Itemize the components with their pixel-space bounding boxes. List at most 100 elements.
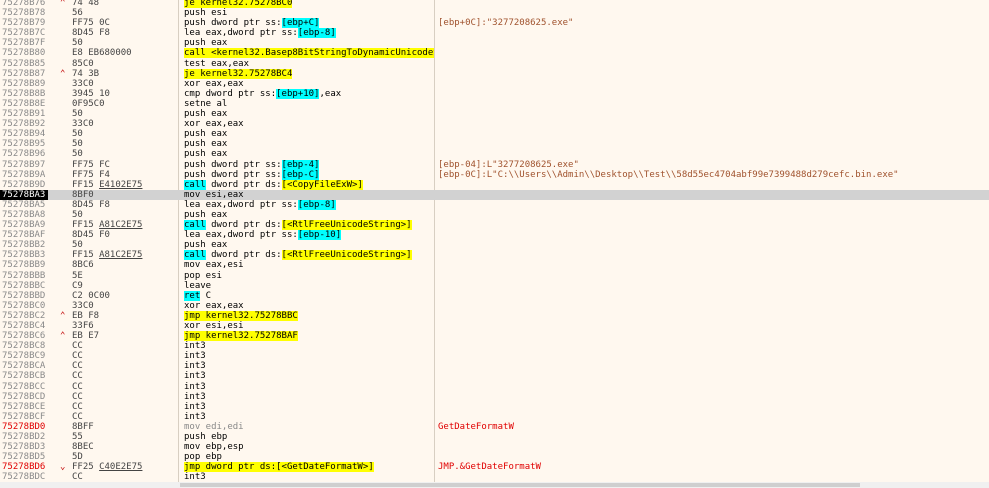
instruction-cell[interactable]: test eax,eax — [184, 59, 434, 69]
instruction-cell[interactable]: mov esi,eax — [184, 190, 434, 200]
address-cell[interactable]: 75278B7F — [2, 38, 46, 49]
instruction-cell[interactable]: call <kernel32.Basep8BitStringToDynamicU… — [184, 48, 434, 59]
address-cell[interactable]: 75278BA3 — [0, 189, 48, 200]
address-cell[interactable]: 75278B7C — [2, 28, 46, 39]
instruction-cell[interactable]: int3 — [184, 402, 434, 412]
address-cell[interactable]: 75278B96 — [2, 149, 46, 160]
instruction-cell[interactable]: xor eax,eax — [184, 79, 434, 89]
address-cell[interactable]: 75278B91 — [2, 109, 46, 120]
instruction-cell[interactable]: xor esi,esi — [184, 321, 434, 331]
instruction-cell[interactable]: xor eax,eax — [184, 119, 434, 129]
address-cell[interactable]: 75278B78 — [2, 8, 46, 19]
instruction-cell[interactable]: setne al — [184, 99, 434, 109]
instruction-cell[interactable]: push esi — [184, 8, 434, 18]
comment-cell[interactable]: [ebp+0C]:"3277208625.exe" — [438, 18, 574, 29]
address-cell[interactable]: 75278BCA — [2, 361, 46, 372]
address-cell[interactable]: 75278BBD — [2, 290, 46, 301]
address-cell[interactable]: 75278B85 — [2, 58, 46, 69]
address-cell[interactable]: 75278BA8 — [2, 209, 46, 220]
address-cell[interactable]: 75278B89 — [2, 78, 46, 89]
instruction-cell[interactable]: pop ebp — [184, 452, 434, 462]
instruction-cell[interactable]: call dword ptr ds:[<RtlFreeUnicodeString… — [184, 220, 434, 231]
comment-cell[interactable]: GetDateFormatW — [438, 421, 514, 432]
address-cell[interactable]: 75278BAF — [2, 230, 46, 241]
address-cell[interactable]: 75278B8B — [2, 88, 46, 99]
instruction-cell[interactable]: mov eax,esi — [184, 260, 434, 270]
address-cell[interactable]: 75278B97 — [2, 159, 46, 170]
address-cell[interactable]: 75278BCE — [2, 401, 46, 412]
address-cell[interactable]: 75278BCF — [2, 411, 46, 422]
address-cell[interactable]: 75278BCC — [2, 381, 46, 392]
address-cell[interactable]: 75278BCB — [2, 371, 46, 382]
address-cell[interactable]: 75278BD3 — [2, 442, 46, 453]
address-cell[interactable]: 75278BBC — [2, 280, 46, 291]
address-cell[interactable]: 75278BC8 — [2, 341, 46, 352]
address-cell[interactable]: 75278B9D — [2, 179, 46, 190]
address-cell[interactable]: 75278BB2 — [2, 240, 46, 251]
horizontal-scrollbar[interactable] — [0, 482, 989, 488]
instruction-cell[interactable]: ret C — [184, 290, 434, 301]
instruction-cell[interactable]: xor eax,eax — [184, 301, 434, 311]
instruction-cell[interactable]: push dword ptr ss:[ebp-4] — [184, 159, 434, 170]
scrollbar-thumb[interactable] — [180, 483, 860, 487]
address-cell[interactable]: 75278BC6 — [2, 331, 46, 342]
address-cell[interactable]: 75278BA9 — [2, 220, 46, 231]
instruction-cell[interactable]: int3 — [184, 361, 434, 371]
instruction-cell[interactable]: je kernel32.75278BC4 — [184, 68, 434, 79]
instruction-cell[interactable]: call dword ptr ds:[<RtlFreeUnicodeString… — [184, 250, 434, 261]
address-cell[interactable]: 75278BC4 — [2, 321, 46, 331]
instruction-cell[interactable]: push eax — [184, 149, 434, 159]
address-cell[interactable]: 75278B87 — [2, 68, 46, 79]
address-cell[interactable]: 75278BBB — [2, 270, 46, 281]
instruction-cell[interactable]: lea eax,dword ptr ss:[ebp-8] — [184, 28, 434, 39]
instruction-cell[interactable]: leave — [184, 281, 434, 291]
instruction-cell[interactable]: lea eax,dword ptr ss:[ebp-10] — [184, 230, 434, 241]
instruction-cell[interactable]: mov edi,edi — [184, 422, 434, 432]
address-cell[interactable]: 75278BD6 — [2, 462, 46, 473]
instruction-cell[interactable]: cmp dword ptr ss:[ebp+10],eax — [184, 88, 434, 99]
instruction-cell[interactable]: push dword ptr ss:[ebp-C] — [184, 169, 434, 180]
address-cell[interactable]: 75278BB3 — [2, 250, 46, 261]
address-cell[interactable]: 75278B92 — [2, 119, 46, 130]
address-cell[interactable]: 75278B76 — [2, 0, 46, 8]
instruction-cell[interactable]: jmp kernel32.75278BAF — [184, 331, 434, 342]
comment-cell[interactable]: JMP.&GetDateFormatW — [438, 462, 541, 473]
comment-cell[interactable]: [ebp-04]:L"3277208625.exe" — [438, 159, 579, 170]
instruction-cell[interactable]: push ebp — [184, 432, 434, 442]
instruction-cell[interactable]: int3 — [184, 392, 434, 402]
address-cell[interactable]: 75278BB9 — [2, 260, 46, 271]
instruction-cell[interactable]: int3 — [184, 341, 434, 351]
instruction-cell[interactable]: pop esi — [184, 271, 434, 281]
instruction-cell[interactable]: int3 — [184, 351, 434, 361]
address-cell[interactable]: 75278B8E — [2, 98, 46, 109]
